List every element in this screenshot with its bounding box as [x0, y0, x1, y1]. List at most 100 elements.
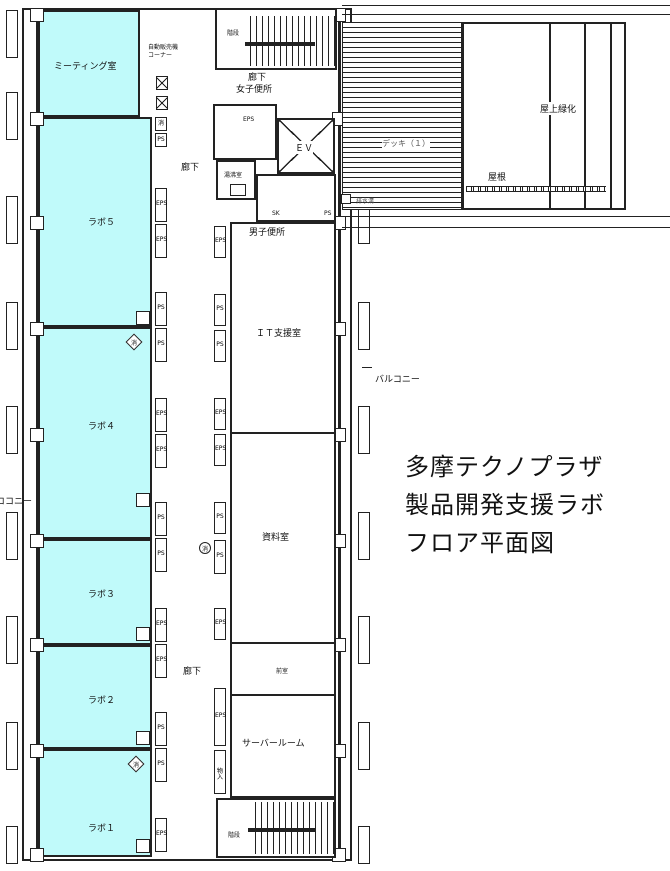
room-mens-wc[interactable]: SK PS [256, 174, 336, 222]
shaft-eps: EPS [155, 224, 167, 258]
room-label: 資料室 [262, 533, 290, 543]
stair-handrail [245, 42, 315, 46]
storage: 物入 [214, 750, 226, 794]
room-label: ＩＴ支援室 [256, 329, 302, 339]
shaft-eps: EPS [214, 688, 226, 746]
window [358, 512, 370, 560]
corridor-label: 廊下 [248, 73, 267, 83]
column [30, 848, 44, 862]
roof-drain-row [466, 186, 606, 192]
column [30, 428, 44, 442]
window [6, 616, 18, 664]
window [358, 616, 370, 664]
shaft-eps: EPS [155, 434, 167, 468]
shaft-eps: EPS [155, 818, 167, 852]
window [358, 302, 370, 350]
shaft-extinguisher: 消 [155, 117, 167, 131]
corridor-label: 廊下 [183, 667, 202, 677]
roof-label: 屋根 [488, 173, 507, 183]
fire-extinguisher-icon [199, 542, 211, 554]
roof-divider [610, 24, 612, 208]
room-archive[interactable]: 資料室 [230, 432, 336, 644]
column [30, 744, 44, 758]
roof-area: 屋上緑化 屋根 [462, 22, 626, 210]
shaft-ps: PS [155, 292, 167, 326]
column [30, 322, 44, 336]
title-line-1: 多摩テクノプラザ [405, 453, 604, 481]
roof-divider [584, 24, 586, 208]
room-label: ラボ１ [88, 824, 116, 834]
shaft-ps: PS [214, 502, 226, 534]
title-line-2: 製品開発支援ラボ [405, 491, 605, 519]
plan-title: 多摩テクノプラザ 製品開発支援ラボ フロア平面図 [405, 448, 605, 562]
column [30, 8, 44, 22]
sk-label: SK [272, 210, 280, 217]
room-meeting[interactable]: ミーティング室 [38, 10, 140, 117]
shaft-ps: PS [214, 330, 226, 362]
window [6, 826, 18, 864]
drain-label: 排水溝 [356, 198, 375, 205]
mens-wc-label: 男子便所 [249, 228, 286, 238]
column [30, 638, 44, 652]
stairs [245, 16, 335, 66]
leader-line [362, 367, 372, 368]
shaft-ps: PS [155, 748, 167, 782]
window [6, 722, 18, 770]
column [30, 112, 44, 126]
sink [136, 731, 150, 745]
sink [136, 311, 150, 325]
eps-label: EPS [243, 116, 255, 123]
room-label: 前室 [276, 668, 289, 675]
balcony-label-right: バルコニー [375, 375, 420, 385]
window [358, 826, 370, 864]
window [6, 196, 18, 244]
column [30, 216, 44, 230]
room-label: ラボ４ [88, 422, 116, 432]
rooftop-green-label: 屋上緑化 [540, 102, 577, 115]
window [358, 406, 370, 454]
stairs-label: 階段 [228, 832, 241, 839]
window [6, 92, 18, 140]
elevator[interactable]: ＥＶ [277, 118, 335, 174]
balcony-rail [342, 227, 670, 228]
column [30, 534, 44, 548]
sink [136, 839, 150, 853]
room-lab5[interactable]: ラボ５ [38, 117, 152, 327]
shaft-ps: PS [155, 712, 167, 746]
shaft-eps: EPS [214, 608, 226, 640]
corridor-label: 廊下 [181, 163, 200, 173]
window [6, 10, 18, 58]
sink [136, 493, 150, 507]
shaft-ps: PS [214, 540, 226, 574]
shaft-eps: EPS [155, 644, 167, 678]
shaft-eps: EPS [155, 398, 167, 432]
room-label: ラボ２ [88, 696, 116, 706]
room-lab3[interactable]: ラボ３ [38, 539, 152, 645]
fire-extinguisher-label: 消 [202, 546, 209, 553]
stairwell-top: 階段 [215, 8, 337, 70]
title-line-3: フロア平面図 [405, 529, 555, 557]
window [6, 512, 18, 560]
womens-wc-label: 女子便所 [236, 85, 273, 95]
balcony-label-left: ココニー [0, 497, 33, 507]
window [6, 406, 18, 454]
shaft-ps: PS [155, 502, 167, 536]
shaft-eps: EPS [214, 226, 226, 258]
stairs-label: 階段 [227, 30, 240, 37]
room-anteroom[interactable]: 前室 [230, 642, 336, 696]
building-outline [22, 8, 352, 861]
window [358, 722, 370, 770]
room-server[interactable]: サーバールーム [230, 694, 336, 798]
room-label: ミーティング室 [54, 62, 117, 72]
window [6, 302, 18, 350]
room-womens-wc[interactable]: EPS [213, 104, 277, 160]
balcony-rail [342, 216, 670, 217]
room-lab2[interactable]: ラボ２ [38, 645, 152, 749]
room-kitchen[interactable]: 湯沸室 [216, 160, 256, 200]
stairwell-bottom: 階段 [216, 798, 336, 858]
room-lab4[interactable]: ラボ４ [38, 327, 152, 539]
stair-handrail [248, 828, 316, 832]
shaft-ps: PS [155, 328, 167, 362]
room-label: サーバールーム [242, 739, 305, 749]
room-it-support[interactable]: ＩＴ支援室 [230, 222, 336, 434]
